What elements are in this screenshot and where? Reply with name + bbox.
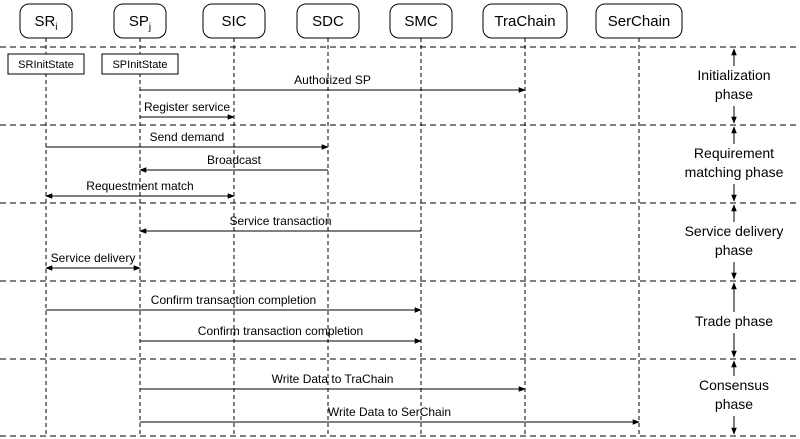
- lifelines: [45, 38, 640, 437]
- phase-label: phase: [715, 396, 753, 412]
- phase-label: phase: [715, 86, 753, 102]
- actor-label: SDC: [312, 13, 344, 30]
- actor-box: [113, 3, 167, 39]
- phase-dividers: [0, 46, 800, 437]
- phase-initialization-phase: Initialization phase: [697, 48, 771, 124]
- phase-label: Trade phase: [695, 313, 773, 329]
- message-label: Requestment match: [86, 179, 193, 193]
- phase-consensus-phase: Consensus phase: [699, 360, 769, 435]
- actor-sr: SRi: [19, 3, 73, 39]
- actor-label: SerChain: [608, 13, 671, 30]
- message-authorized-sp: Authorized SP: [140, 73, 526, 93]
- phase-service-delivery-phase: Service delivery phase: [685, 204, 784, 280]
- actor-box: [296, 3, 360, 39]
- phase-requirement-matching-phase: Requirement matching phase: [685, 126, 784, 202]
- state-box: [101, 53, 179, 75]
- message-write-data-to-trachain: Write Data to TraChain: [140, 372, 526, 392]
- state-label: SRInitState: [18, 59, 74, 71]
- actor-label: SMC: [404, 13, 438, 30]
- phase-label: Initialization: [697, 67, 770, 83]
- phase-label: Consensus: [699, 377, 769, 393]
- phase-label: Requirement: [694, 145, 774, 161]
- actor-trachain: TraChain: [482, 3, 568, 39]
- message-label: Broadcast: [207, 153, 262, 167]
- init-states: SRInitState SPInitState: [7, 53, 179, 75]
- actor-box: [202, 3, 266, 39]
- actor-serchain: SerChain: [595, 3, 683, 39]
- message-requestment-match: Requestment match: [45, 179, 235, 199]
- actor-sdc: SDC: [296, 3, 360, 39]
- message-send-demand: Send demand: [46, 130, 329, 150]
- message-confirm-transaction-completion: Confirm transaction completion: [140, 324, 422, 344]
- actor-label: SRi: [34, 13, 57, 33]
- message-label: Write Data to SerChain: [328, 405, 451, 419]
- phase-trade-phase: Trade phase: [695, 282, 773, 358]
- phase-label: matching phase: [685, 164, 784, 180]
- actor-box: [19, 3, 73, 39]
- message-service-delivery: Service delivery: [45, 251, 141, 271]
- actor-label: SIC: [221, 13, 246, 30]
- message-label: Write Data to TraChain: [272, 372, 394, 386]
- message-write-data-to-serchain: Write Data to SerChain: [140, 405, 640, 425]
- actor-label: TraChain: [494, 13, 555, 30]
- actor-box: [389, 3, 453, 39]
- message-label: Confirm transaction completion: [151, 293, 316, 307]
- message-label: Authorized SP: [294, 73, 371, 87]
- phase-label: Service delivery: [685, 223, 784, 239]
- actor-sp: SPj: [113, 3, 167, 39]
- actor-subscript: i: [55, 22, 57, 33]
- message-label: Service delivery: [51, 251, 136, 265]
- message-broadcast: Broadcast: [139, 153, 328, 173]
- actor-label: SPj: [129, 13, 151, 33]
- actor-sic: SIC: [202, 3, 266, 39]
- actors: SRi SPj SIC SDC SMC TraChain SerChain: [19, 3, 683, 39]
- message-label: Register service: [144, 100, 230, 114]
- message-confirm-transaction-completion: Confirm transaction completion: [46, 293, 422, 313]
- actor-subscript: j: [148, 22, 151, 33]
- message-label: Service transaction: [229, 214, 331, 228]
- state-spinitstate: SPInitState: [101, 53, 179, 75]
- state-srinitstate: SRInitState: [7, 53, 85, 75]
- actor-box: [595, 3, 683, 39]
- message-label: Confirm transaction completion: [198, 324, 363, 338]
- actor-box: [482, 3, 568, 39]
- message-label: Send demand: [150, 130, 225, 144]
- actor-smc: SMC: [389, 3, 453, 39]
- state-box: [7, 53, 85, 75]
- phase-label: phase: [715, 242, 753, 258]
- message-register-service: Register service: [140, 100, 235, 120]
- state-label: SPInitState: [112, 59, 167, 71]
- message-service-transaction: Service transaction: [139, 214, 421, 234]
